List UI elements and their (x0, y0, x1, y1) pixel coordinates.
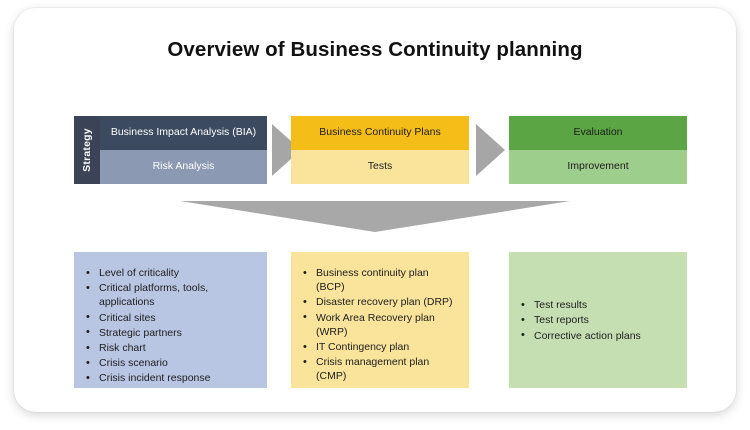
stage-row-business-continuity-plans: Business Continuity Plans (291, 116, 469, 150)
detail-box-evaluation: Test results Test reports Corrective act… (509, 252, 687, 388)
detail-list-plans: Business continuity plan (BCP) Disaster … (301, 265, 459, 384)
detail-box-strategy: Level of criticality Critical platforms,… (74, 252, 267, 388)
list-item: Risk chart (84, 341, 257, 355)
list-item: Critical platforms, tools, applications (84, 281, 257, 309)
stage-block-strategy: Strategy Business Impact Analysis (BIA) … (74, 116, 267, 184)
list-item: Corrective action plans (519, 328, 677, 343)
list-item: IT Contingency plan (301, 340, 459, 354)
detail-list-evaluation: Test results Test reports Corrective act… (519, 298, 677, 344)
list-item: Crisis management plan (CMP) (301, 355, 459, 383)
detail-list-strategy: Level of criticality Critical platforms,… (84, 265, 257, 386)
list-item: Level of criticality (84, 265, 257, 280)
list-item: Test reports (519, 313, 677, 327)
stage-block-plans: Business Continuity Plans Tests (291, 116, 469, 184)
list-item: Crisis incident response (84, 371, 257, 385)
evaluation-rows: Evaluation Improvement (509, 116, 687, 184)
stage-row-business-impact-analysis: Business Impact Analysis (BIA) (100, 116, 267, 150)
stage-row-improvement: Improvement (509, 150, 687, 184)
stage-row-tests: Tests (291, 150, 469, 184)
arrow-down-icon (180, 201, 570, 232)
list-item: Test results (519, 298, 677, 312)
list-item: Critical sites (84, 310, 257, 325)
strategy-side-bar: Strategy (74, 116, 100, 184)
diagram-card: Overview of Business Continuity planning… (14, 8, 736, 412)
stage-block-evaluation: Evaluation Improvement (509, 116, 687, 184)
list-item: Work Area Recovery plan (WRP) (301, 310, 459, 339)
page-title: Overview of Business Continuity planning (167, 38, 583, 61)
stage-row-risk-analysis: Risk Analysis (100, 150, 267, 184)
list-item: Disaster recovery plan (DRP) (301, 295, 459, 309)
arrow-right-icon-2 (476, 124, 505, 176)
list-item: Strategic partners (84, 325, 257, 340)
plans-rows: Business Continuity Plans Tests (291, 116, 469, 184)
stage-row-evaluation: Evaluation (509, 116, 687, 150)
list-item: Crisis scenario (84, 356, 257, 370)
strategy-side-label: Strategy (81, 128, 93, 172)
strategy-rows: Business Impact Analysis (BIA) Risk Anal… (100, 116, 267, 184)
detail-box-plans: Business continuity plan (BCP) Disaster … (291, 252, 469, 388)
list-item: Business continuity plan (BCP) (301, 265, 459, 294)
